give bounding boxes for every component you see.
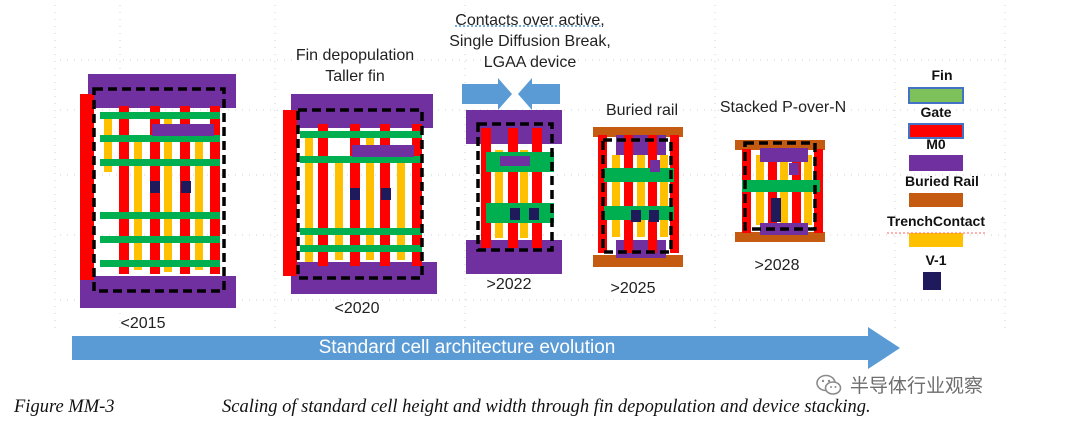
legend-label-gate: Gate xyxy=(881,104,991,120)
contacts-line3: LGAA device xyxy=(425,52,635,73)
era-label-2020: <2020 xyxy=(322,298,392,319)
era-label-2015: <2015 xyxy=(108,313,178,334)
cell-2020 xyxy=(283,94,437,294)
cell-2025 xyxy=(593,127,683,267)
legend-label-m0: M0 xyxy=(881,136,991,152)
era-label-2025: >2025 xyxy=(598,278,668,299)
legend-swatch-via xyxy=(923,272,941,290)
legend-swatch-m0 xyxy=(909,155,963,171)
cell-2015 xyxy=(80,74,236,308)
legend-label-fin: Fin xyxy=(887,67,997,83)
legend-label-via: V-1 xyxy=(881,252,991,268)
contacts-label: Contacts over active, Single Diffusion B… xyxy=(425,10,635,73)
legend-swatch-buried-rail xyxy=(909,193,963,207)
legend-swatch-fin xyxy=(909,88,963,103)
watermark-text: 半导体行业观察 xyxy=(850,371,983,398)
fin-depop-line2: Taller fin xyxy=(280,66,430,87)
legend-swatch-trench xyxy=(909,233,963,247)
legend-label-buried-rail: Buried Rail xyxy=(887,173,997,189)
arrow-left-icon xyxy=(532,84,560,104)
wechat-icon xyxy=(816,374,842,396)
contacts-line1: Contacts over active, xyxy=(425,10,635,31)
fin-depop-line1: Fin depopulation xyxy=(280,45,430,66)
buried-rail-label: Buried rail xyxy=(590,100,694,121)
arrow-label: Standard cell architecture evolution xyxy=(72,335,862,361)
arrow-right-icon xyxy=(462,84,498,104)
cell-2022 xyxy=(462,78,562,274)
legend-label-trench: TrenchContact xyxy=(881,213,991,229)
watermark: 半导体行业观察 xyxy=(816,371,983,398)
caption-text: Scaling of standard cell height and widt… xyxy=(222,397,871,418)
fin-depop-label: Fin depopulation Taller fin xyxy=(280,45,430,87)
caption-figure-number: Figure MM-3 xyxy=(14,397,115,418)
era-label-2028: >2028 xyxy=(742,255,812,276)
contacts-line2: Single Diffusion Break, xyxy=(425,31,635,52)
stacked-label: Stacked P-over-N xyxy=(706,97,860,118)
era-label-2022: >2022 xyxy=(474,274,544,295)
cell-2028 xyxy=(735,140,825,242)
